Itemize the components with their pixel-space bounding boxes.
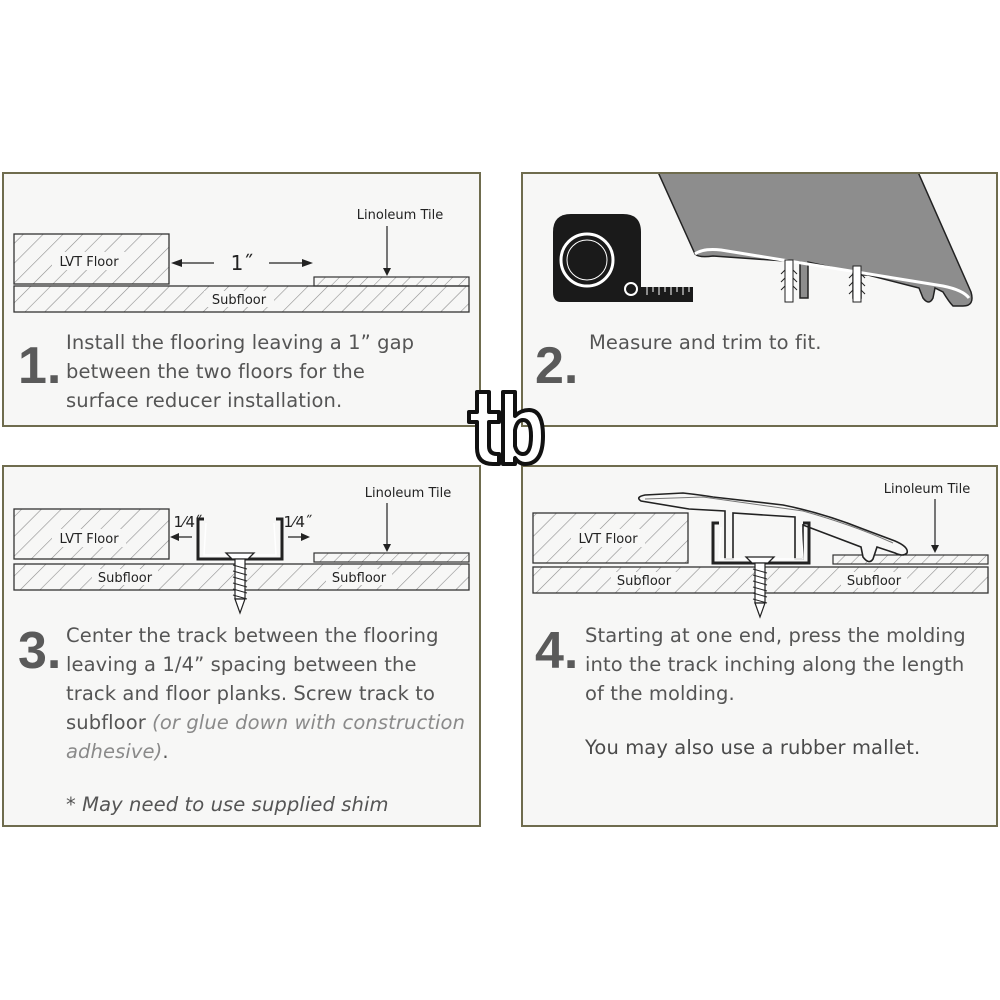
step-4-text-line: into the track inching along the length xyxy=(585,653,965,676)
step-2-number: 2. xyxy=(535,337,579,395)
step-3-text-line: Center the track between the flooring xyxy=(66,624,439,647)
step-2-diagram xyxy=(553,174,973,307)
step-3-panel: LVT Floor Subfloor Subfloor Linoleum Til… xyxy=(2,465,481,827)
lvt-label-bg xyxy=(571,529,645,547)
step-1-text-line: surface reducer installation. xyxy=(66,389,343,412)
step-3-text: Center the track between the flooring le… xyxy=(66,621,465,766)
linoleum-label: Linoleum Tile xyxy=(884,482,970,497)
gap-arrowhead-right xyxy=(302,259,313,267)
step-3-text-line: leaving a 1/4” spacing between the xyxy=(66,653,417,676)
lvt-label-bg xyxy=(52,252,126,270)
step-4-diagram: LVT Floor Subfloor Subfloor Linoleum Til… xyxy=(532,482,989,619)
tape-measure-icon xyxy=(553,214,693,302)
step-3-note: * May need to use supplied shim xyxy=(66,793,389,816)
subfloor-label-left: Subfloor xyxy=(617,574,672,589)
subfloor-label: Subfloor xyxy=(212,293,267,308)
spacing-label-right: 1⁄4˝ xyxy=(283,513,312,531)
tb-logo-icon xyxy=(467,390,545,466)
step-3-text-line: track and floor planks. Screw track to xyxy=(66,682,436,705)
step-4-text: Starting at one end, press the molding i… xyxy=(585,621,966,708)
lvt-label-bg xyxy=(52,529,126,547)
molding-profile-icon xyxy=(658,174,973,307)
step-4-extra-text: You may also use a rubber mallet. xyxy=(585,736,921,759)
subfloor-label-bg-right xyxy=(326,569,392,585)
step-3-text-end: . xyxy=(162,740,169,763)
step-3-italic-text: adhesive) xyxy=(66,740,163,763)
step-1-text: Install the flooring leaving a 1” gap be… xyxy=(66,328,414,415)
subfloor-label-right: Subfloor xyxy=(332,571,387,586)
step-3-number: 3. xyxy=(18,622,62,680)
gap-label: 1˝ xyxy=(231,251,254,275)
molding-installed-icon xyxy=(637,492,909,563)
screw-icon xyxy=(744,556,776,619)
step-3-text-line: subfloor (or glue down with construction xyxy=(66,708,465,737)
step-3-text-line: adhesive). xyxy=(66,737,465,766)
step-3-diagram: LVT Floor Subfloor Subfloor Linoleum Til… xyxy=(13,486,470,615)
screw-icon xyxy=(224,552,256,615)
subfloor-label-left: Subfloor xyxy=(98,571,153,586)
step-3-text-segment: subfloor xyxy=(66,711,146,734)
linoleum-pointer-arrow xyxy=(383,544,391,552)
step-1-diagram: LVT Floor Subfloor Linoleum Tile 1˝ xyxy=(13,208,470,313)
lvt-floor-label: LVT Floor xyxy=(59,255,119,270)
subfloor-label-bg-left xyxy=(611,572,677,588)
subfloor-label-right: Subfloor xyxy=(847,574,902,589)
spacing-arrowhead-right xyxy=(301,533,310,541)
step-4-text-line: Starting at one end, press the molding xyxy=(585,624,966,647)
linoleum-pointer-arrow xyxy=(931,545,939,553)
subfloor-label-bg-right xyxy=(841,572,907,588)
step-2-panel: 2. Measure and trim to fit. xyxy=(521,172,998,427)
linoleum-tile-block xyxy=(313,552,470,563)
lvt-floor-label: LVT Floor xyxy=(578,532,638,547)
step-1-text-line: between the two floors for the xyxy=(66,360,365,383)
step-3-italic-text: (or glue down with construction xyxy=(152,711,466,734)
step-2-text: Measure and trim to fit. xyxy=(589,328,822,357)
spacing-arrowhead-left xyxy=(170,533,179,541)
step-1-panel: LVT Floor Subfloor Linoleum Tile 1˝ 1. I… xyxy=(2,172,481,427)
subfloor-label-bg xyxy=(204,291,274,307)
linoleum-label: Linoleum Tile xyxy=(365,486,451,501)
lvt-floor-label: LVT Floor xyxy=(59,532,119,547)
step-2-text-line: Measure and trim to fit. xyxy=(589,331,822,354)
subfloor-label-bg-left xyxy=(92,569,158,585)
linoleum-label: Linoleum Tile xyxy=(357,208,443,223)
linoleum-tile-block xyxy=(832,554,989,565)
step-1-number: 1. xyxy=(18,337,62,395)
spacing-label-left: 1⁄4˝ xyxy=(173,513,202,531)
linoleum-pointer-arrow xyxy=(383,268,391,276)
linoleum-tile-block xyxy=(313,276,470,287)
step-4-number: 4. xyxy=(535,622,579,680)
step-4-text-line: of the molding. xyxy=(585,682,735,705)
step-4-panel: LVT Floor Subfloor Subfloor Linoleum Til… xyxy=(521,465,998,827)
gap-arrowhead-left xyxy=(171,259,182,267)
step-1-text-line: Install the flooring leaving a 1” gap xyxy=(66,331,415,354)
track-channel-inner xyxy=(203,522,277,556)
